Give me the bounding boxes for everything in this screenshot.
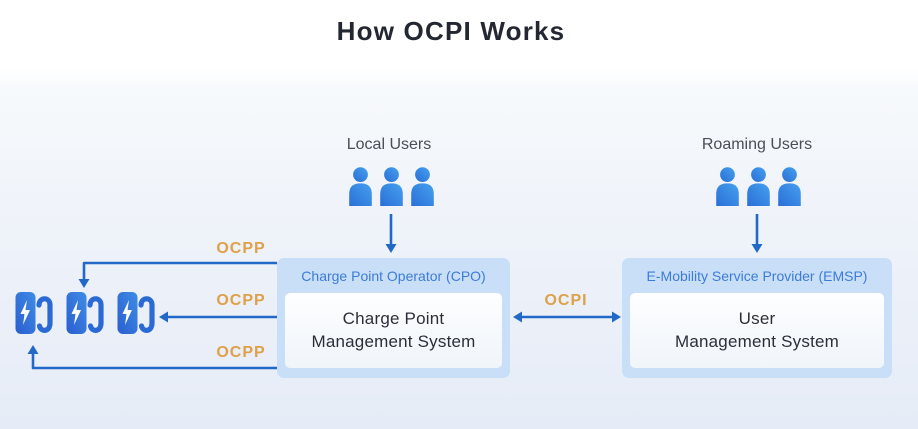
cpo-box-header: Charge Point Operator (CPO) (301, 267, 486, 284)
charging-stations-group (14, 290, 156, 340)
emsp-system-box: User Management System (630, 293, 884, 368)
ev-charger-icon (15, 292, 53, 334)
emsp-system-line: User (738, 308, 776, 328)
arrowhead-left (159, 311, 168, 323)
local-users-label: Local Users (346, 136, 432, 153)
cpo-system-line: Management System (311, 331, 476, 351)
arrowhead-up (27, 345, 39, 354)
ev-charger-icon (66, 292, 104, 334)
cpo-system-box: Charge Point Management System (285, 293, 502, 368)
ocpp-label-top: OCPP (216, 240, 266, 257)
emsp-box-header: E-Mobility Service Provider (EMSP) (646, 267, 868, 284)
arrowhead-down (385, 244, 397, 253)
person-icon (380, 167, 403, 206)
cpo-box: Charge Point Operator (CPO) Charge Point… (277, 258, 510, 378)
down-arrow (82, 261, 277, 280)
roaming-users-label: Roaming Users (701, 136, 813, 153)
person-icon (747, 167, 770, 206)
local-users-icon-group (347, 167, 436, 206)
arrowhead-left (513, 311, 522, 323)
arrowhead-down (751, 244, 763, 253)
roaming-users-icon-group (714, 167, 803, 206)
ev-charger-icon (117, 292, 155, 334)
person-icon (411, 167, 434, 206)
person-icon (349, 167, 372, 206)
arrowhead-right (612, 311, 621, 323)
cpo-system-line: Charge Point (342, 308, 445, 328)
ocpi-label: OCPI (544, 292, 588, 309)
ocpp-label-bottom: OCPP (216, 344, 266, 361)
emsp-box: E-Mobility Service Provider (EMSP) User … (622, 258, 892, 378)
arrowhead-down (78, 279, 90, 288)
page-title: How OCPI Works (336, 16, 566, 46)
ocpp-label-middle: OCPP (216, 292, 266, 309)
person-icon (716, 167, 739, 206)
emsp-system-line: Management System (674, 331, 840, 351)
person-icon (778, 167, 801, 206)
